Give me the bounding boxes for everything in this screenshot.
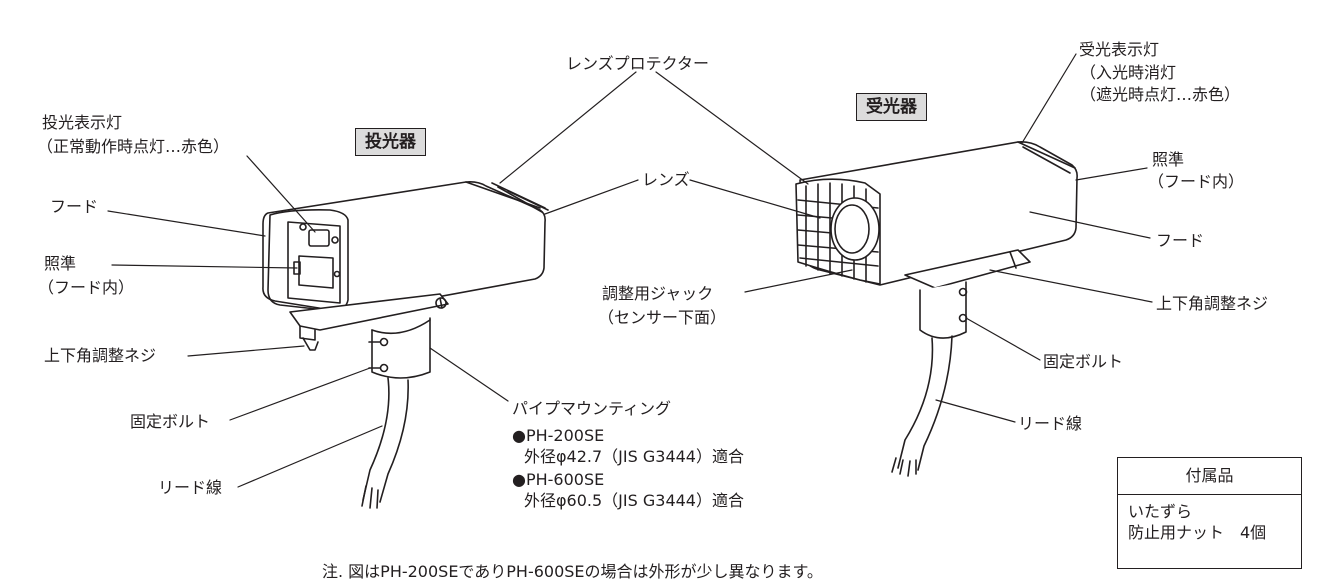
emitter-angle-screw-label: 上下角調整ネジ bbox=[44, 346, 157, 365]
emitter-sight-note: （フード内） bbox=[38, 278, 135, 297]
emitter-hood-label: フード bbox=[50, 197, 99, 216]
model-2-name: ●PH-600SE bbox=[512, 470, 605, 489]
receiver-indicator-label: 受光表示灯 bbox=[1079, 40, 1160, 59]
receiver-title: 受光器 bbox=[856, 93, 927, 121]
receiver-indicator-note-2: （遮光時点灯…赤色） bbox=[1080, 85, 1241, 104]
model-1-spec: 外径φ42.7（JIS G3444）適合 bbox=[524, 447, 744, 466]
accessory-header: 付属品 bbox=[1118, 458, 1301, 495]
receiver-sight-label: 照準 bbox=[1152, 150, 1185, 169]
emitter-indicator-note: （正常動作時点灯…赤色） bbox=[37, 137, 230, 156]
accessory-line-2: 防止用ナット 4個 bbox=[1128, 523, 1267, 542]
receiver-fixing-bolt-label: 固定ボルト bbox=[1043, 352, 1124, 371]
emitter-lead-wire-label: リード線 bbox=[158, 478, 223, 497]
receiver-sight-note: （フード内） bbox=[1148, 172, 1245, 191]
receiver-angle-screw-label: 上下角調整ネジ bbox=[1156, 294, 1269, 313]
receiver-hood-label: フード bbox=[1156, 231, 1205, 250]
footnote: 注. 図はPH-200SEでありPH-600SEの場合は外形が少し異なります。 bbox=[322, 562, 823, 581]
emitter-title: 投光器 bbox=[355, 128, 426, 156]
jack-note: （センサー下面） bbox=[598, 308, 727, 327]
accessory-box: 付属品 いたずら 防止用ナット 4個 bbox=[1117, 457, 1302, 569]
accessory-line-1: いたずら bbox=[1128, 502, 1193, 521]
jack-label: 調整用ジャック bbox=[602, 284, 714, 303]
receiver-lead-wire-label: リード線 bbox=[1018, 414, 1083, 433]
leader-lines bbox=[107, 53, 1153, 488]
lens-label: レンズ bbox=[642, 170, 690, 189]
emitter-indicator-label: 投光表示灯 bbox=[42, 113, 123, 132]
model-2-spec: 外径φ60.5（JIS G3444）適合 bbox=[524, 491, 744, 510]
pipe-mounting-label: パイプマウンティング bbox=[512, 399, 672, 418]
receiver-indicator-note-1: （入光時消灯 bbox=[1080, 63, 1177, 82]
model-1-name: ●PH-200SE bbox=[512, 426, 605, 445]
receiver-unit bbox=[795, 141, 1078, 477]
emitter-sight-label: 照準 bbox=[44, 254, 77, 273]
emitter-unit bbox=[262, 181, 549, 509]
emitter-fixing-bolt-label: 固定ボルト bbox=[130, 412, 211, 431]
lens-protector-label: レンズプロテクター bbox=[566, 54, 710, 73]
